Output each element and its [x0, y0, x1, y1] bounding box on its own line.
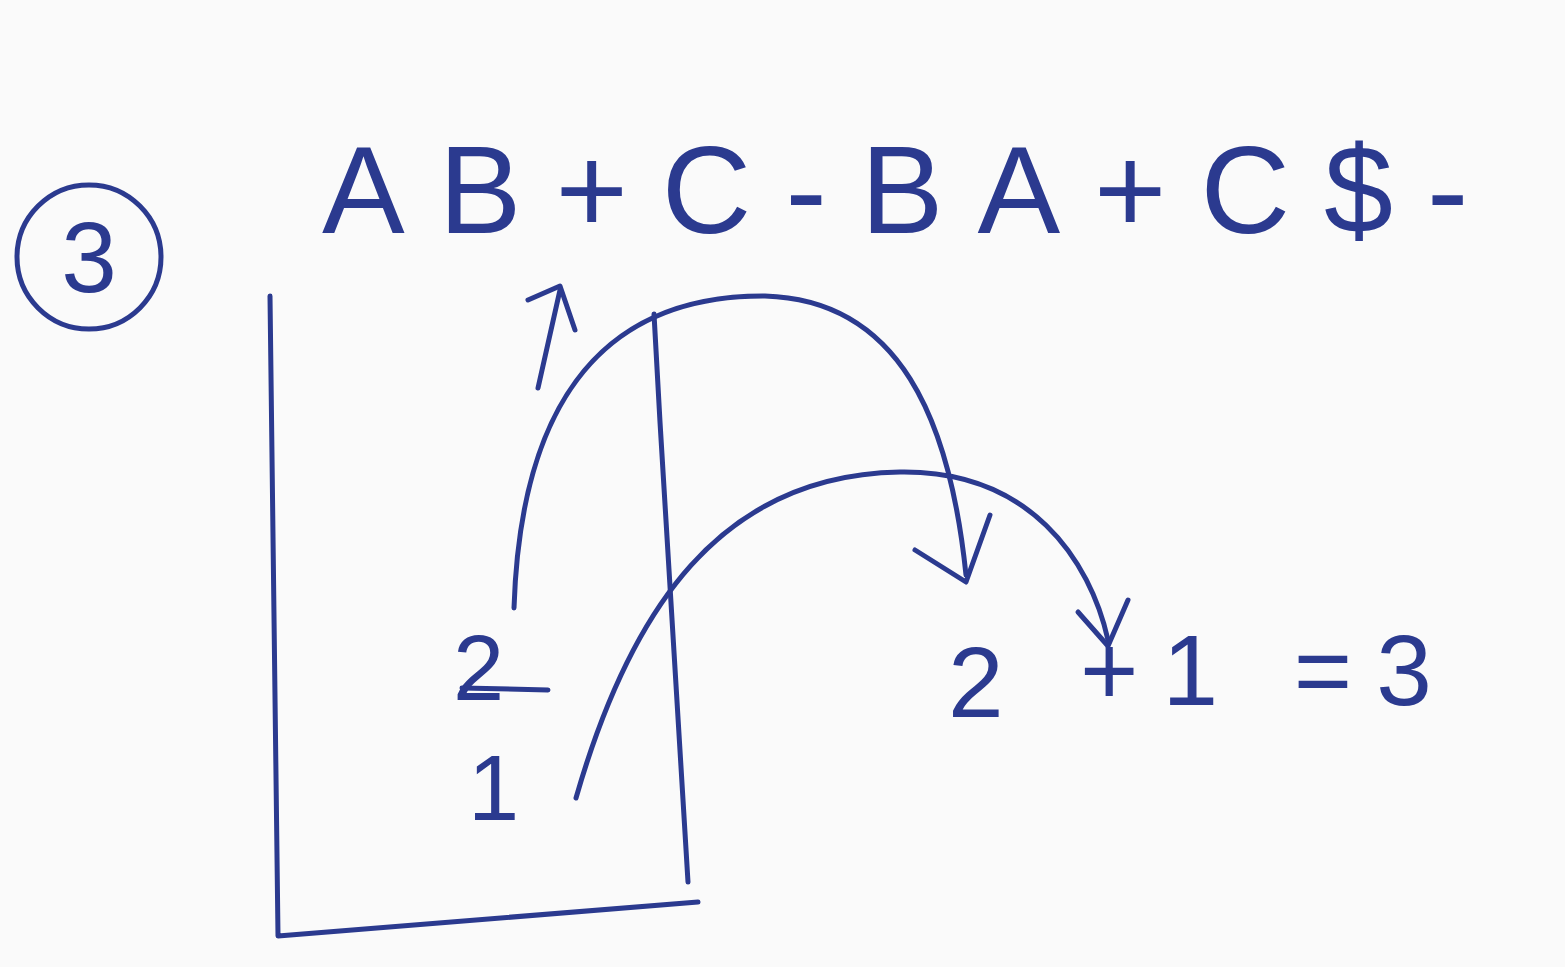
- stack-value: 1: [468, 742, 519, 834]
- pointer-arrow: [538, 290, 560, 388]
- stack-box: 21: [268, 292, 704, 942]
- stack-wall: [654, 314, 688, 882]
- result-digit: 2: [948, 632, 1004, 732]
- stack-outline: [268, 292, 704, 942]
- stack-outline: [270, 296, 698, 936]
- circled-number: 3: [14, 182, 164, 332]
- pointer-arrowhead: [528, 286, 575, 330]
- pop-arc: [576, 472, 1108, 798]
- result-sum: +1 =3: [1080, 620, 1456, 720]
- pop-arrowhead: [915, 515, 990, 582]
- callout-number: 3: [61, 207, 117, 307]
- circle-outline: [17, 185, 161, 329]
- expression: AB+C-BA+C$-: [322, 128, 1502, 252]
- pop-arc: [514, 296, 966, 608]
- stack-value: 2: [453, 622, 504, 714]
